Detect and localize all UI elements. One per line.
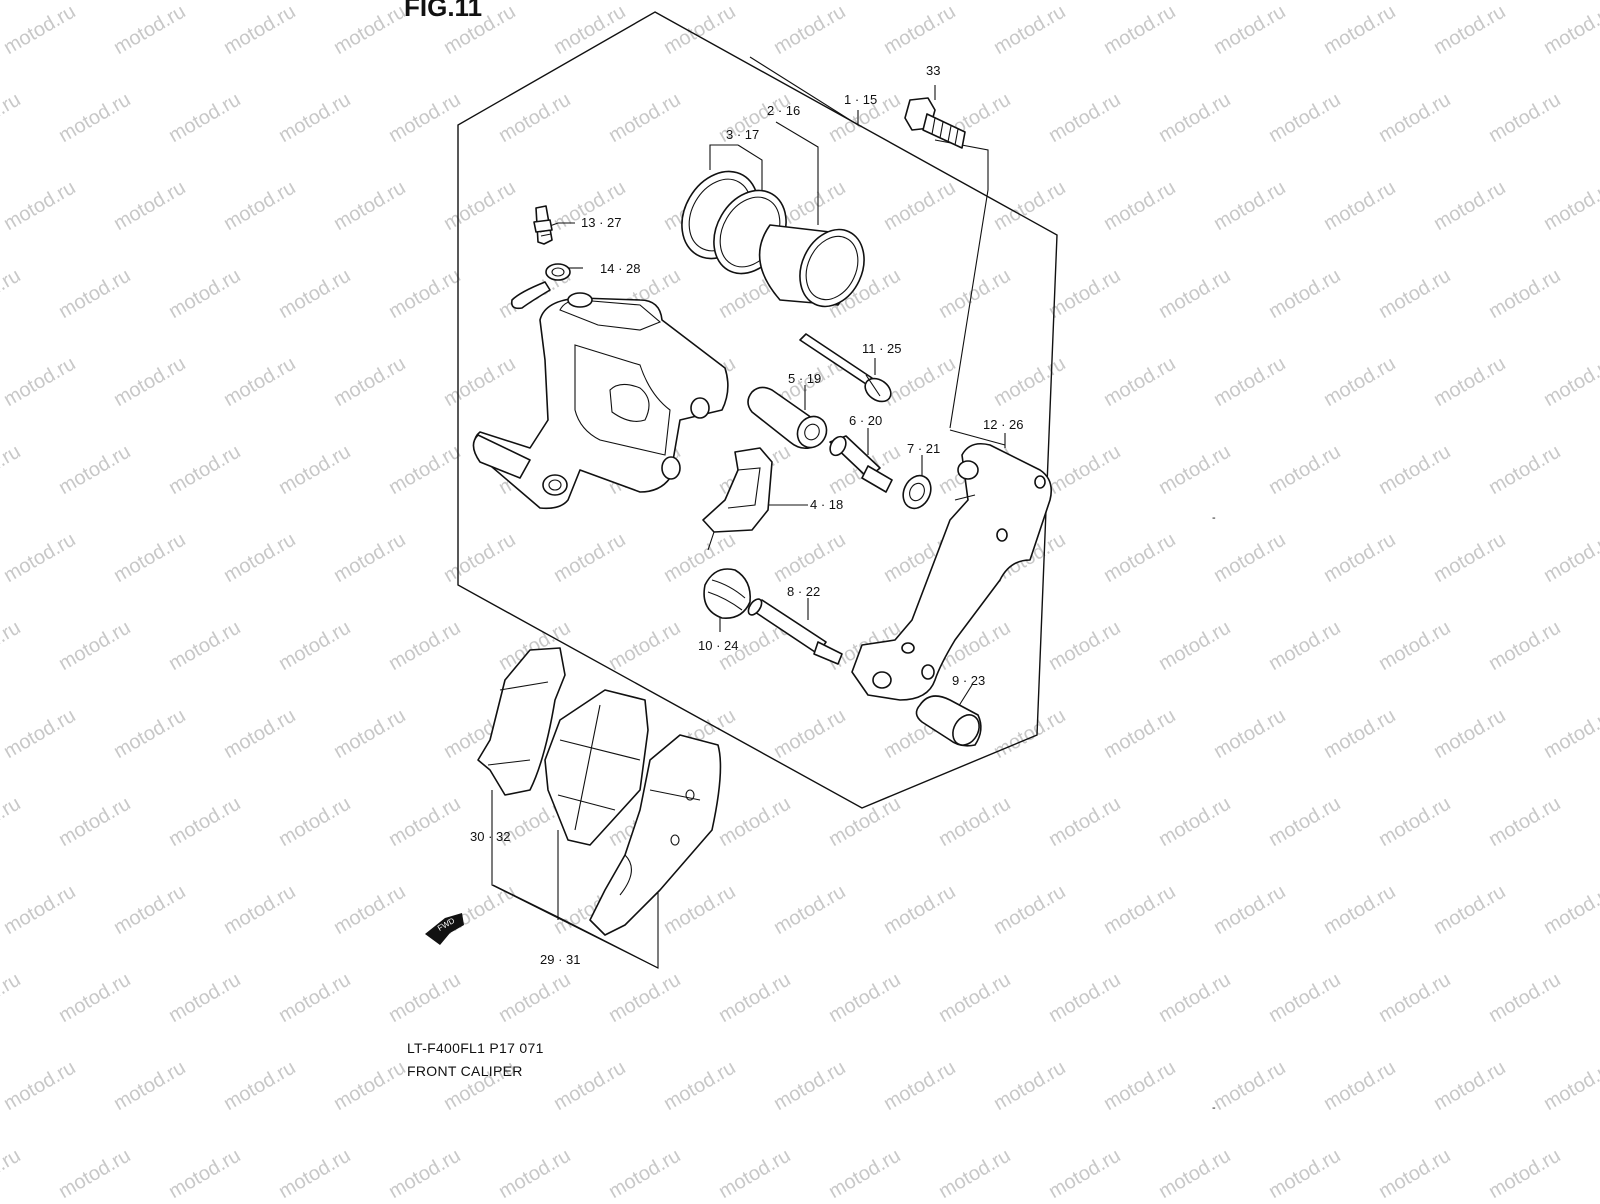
label-part-2: 2 · 16 xyxy=(767,103,801,118)
label-part-7: 7 · 21 xyxy=(907,441,941,456)
forward-arrow-icon xyxy=(425,913,464,945)
assembly-boundary xyxy=(457,11,1058,809)
sleeve-9 xyxy=(915,695,982,747)
piston-1 xyxy=(758,224,865,308)
label-part-9: 9 · 23 xyxy=(952,673,986,688)
label-part-33: 33 xyxy=(926,63,941,78)
drawing-code: LT-F400FL1 P17 071 xyxy=(407,1040,544,1056)
label-part-8: 8 · 22 xyxy=(787,584,821,599)
label-part-29: 29 · 31 xyxy=(540,952,581,967)
pad-shim-30 xyxy=(477,647,566,796)
brake-pad-29b xyxy=(589,734,722,936)
pad-spring-4 xyxy=(702,447,773,551)
figure-reference: FIG.11 xyxy=(404,0,483,22)
diagram-title: FRONT CALIPER xyxy=(407,1063,523,1079)
washer-7 xyxy=(902,474,932,510)
label-part-10: 10 · 24 xyxy=(698,638,739,653)
label-part-11: 11 · 25 xyxy=(862,341,902,356)
scan-mark: - xyxy=(1212,512,1216,524)
brake-pad-29a xyxy=(544,689,649,846)
pin-boot-10 xyxy=(703,568,752,619)
bracket-pin-8 xyxy=(747,598,843,665)
pin-boot-5 xyxy=(747,386,828,450)
label-part-30: 30 · 32 xyxy=(470,829,511,844)
label-part-5: 5 · 19 xyxy=(788,371,822,386)
caliper-bracket-12 xyxy=(851,442,1053,701)
label-part-13: 13 · 27 xyxy=(581,215,622,230)
label-part-3: 3 · 17 xyxy=(726,127,760,142)
leader-lines xyxy=(491,56,1006,969)
label-part-6: 6 · 20 xyxy=(849,413,883,428)
label-part-14: 14 · 28 xyxy=(600,261,641,276)
flange-bolt-33 xyxy=(904,97,966,149)
bleeder-cap-14 xyxy=(510,263,571,310)
caliper-body xyxy=(472,292,729,510)
bleeder-valve-13 xyxy=(533,205,553,245)
label-part-12: 12 · 26 xyxy=(983,417,1024,432)
slide-bolt-6 xyxy=(829,435,893,493)
label-part-1: 1 · 15 xyxy=(844,92,878,107)
slide-pin-11 xyxy=(799,333,892,403)
label-part-4: 4 · 18 xyxy=(810,497,844,512)
scan-mark: - xyxy=(1212,1102,1216,1114)
